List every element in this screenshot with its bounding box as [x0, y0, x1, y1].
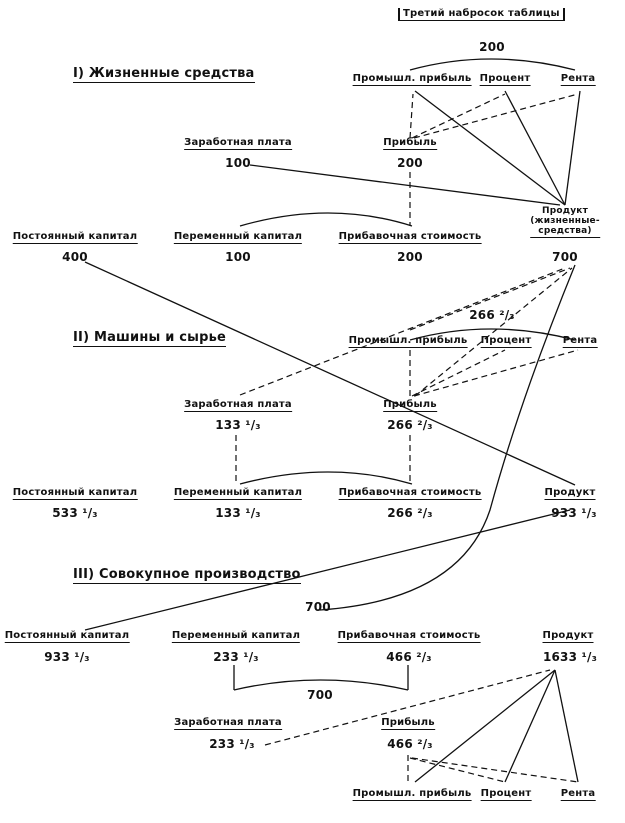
section-2-heading: II) Машины и сырье	[73, 330, 227, 347]
s3-const-label: Постоянный капитал	[4, 630, 130, 643]
s2-product-label: Продукт	[544, 487, 596, 500]
curve-s2-sum-to-s3	[319, 264, 576, 611]
line-s2-product-to-s3-const	[84, 509, 571, 631]
line-s1-renta-product	[564, 90, 581, 206]
s2-wage-value: 133 ¹/₃	[215, 418, 261, 432]
s2-renta-label: Рента	[562, 335, 598, 348]
s2-profit-value: 266 ²/₃	[387, 418, 433, 432]
s3-renta-label: Рента	[560, 788, 596, 801]
dash-s1-profit-procent	[411, 93, 506, 139]
s1-profit-label: Прибыль	[383, 137, 437, 150]
s3-procent-label: Процент	[480, 788, 532, 801]
line-s1-procent-product	[504, 90, 566, 206]
dash-s2-wage-product	[239, 267, 566, 396]
brace-s2-variable-surplus	[239, 471, 413, 485]
brace-s1-variable-surplus	[239, 212, 413, 227]
brace-s2-top	[409, 328, 576, 341]
s1-wage-value: 100	[225, 156, 251, 170]
s2-sum-top: 266 ²/₃	[469, 308, 515, 322]
s2-profit-label: Прибыль	[383, 399, 437, 412]
brace-s3-middle	[233, 679, 409, 691]
s1-profit-value: 200	[397, 156, 423, 170]
s3-sum-middle: 700	[307, 688, 333, 702]
dash-s3-profit-procent	[409, 757, 506, 783]
s3-wage-value: 233 ¹/₃	[209, 737, 255, 751]
s1-var-label: Переменный капитал	[173, 231, 303, 244]
s2-prom-label: Промышл. прибыль	[348, 335, 468, 348]
s2-surplus-label: Прибавочная стоимость	[338, 487, 482, 500]
s1-product-value: 700	[552, 250, 578, 264]
line-s1-const-to-s2-product	[84, 261, 576, 486]
s3-var-value: 233 ¹/₃	[213, 650, 259, 664]
s2-surplus-value: 266 ²/₃	[387, 506, 433, 520]
s3-product-value: 1633 ¹/₃	[542, 650, 598, 664]
line-s3-product-renta	[554, 669, 579, 783]
dash-s2-profit-renta	[413, 349, 579, 397]
dash-s2-profit-product	[414, 267, 573, 397]
s1-const-label: Постоянный капитал	[12, 231, 138, 244]
line-s1-prom-product	[414, 90, 566, 206]
s1-product-label: Продукт (жизненные- средства)	[530, 206, 600, 238]
s3-profit-value: 466 ²/₃	[387, 737, 433, 751]
s1-sum-top: 200	[479, 40, 505, 54]
s3-surplus-label: Прибавочная стоимость	[337, 630, 481, 643]
s1-const-value: 400	[62, 250, 88, 264]
s3-var-label: Переменный капитал	[171, 630, 301, 643]
s1-procent-label: Процент	[479, 73, 531, 86]
s3-sum-top: 700	[305, 600, 331, 614]
section-3-heading: III) Совокупное производство	[73, 567, 301, 584]
s1-prom-label: Промышл. прибыль	[352, 73, 472, 86]
s3-profit-label: Прибыль	[381, 717, 435, 730]
s1-renta-label: Рента	[560, 73, 596, 86]
dash-s3-wage-product	[264, 669, 551, 746]
s2-wage-label: Заработная плата	[184, 399, 292, 412]
s3-const-value: 933 ¹/₃	[44, 650, 90, 664]
s3-prom-label: Промышл. прибыль	[352, 788, 472, 801]
dash-s1-profit-renta	[413, 93, 579, 139]
s1-wage-label: Заработная плата	[184, 137, 292, 150]
diagram-title: Третий набросок таблицы	[398, 8, 565, 21]
line-s3-product-prom	[414, 669, 556, 783]
s3-product-label: Продукт	[542, 630, 594, 643]
dash-s2-profit-procent	[411, 349, 506, 397]
s2-const-label: Постоянный капитал	[12, 487, 138, 500]
s1-surplus-label: Прибавочная стоимость	[338, 231, 482, 244]
s3-wage-label: Заработная плата	[174, 717, 282, 730]
section-1-heading: I) Жизненные средства	[73, 66, 255, 83]
s2-product-value: 933 ¹/₃	[551, 506, 597, 520]
s2-var-value: 133 ¹/₃	[215, 506, 261, 520]
line-s3-product-procent	[504, 669, 556, 783]
s1-surplus-value: 200	[397, 250, 423, 264]
s2-procent-label: Процент	[480, 335, 532, 348]
line-s1-wage-product	[249, 164, 561, 206]
dash-s3-profit-renta	[411, 757, 579, 783]
brace-s1-top	[409, 58, 576, 71]
dash-s2-prom-product	[409, 267, 571, 331]
dash-s1-profit-prom	[409, 93, 414, 139]
s2-const-value: 533 ¹/₃	[52, 506, 98, 520]
s1-var-value: 100	[225, 250, 251, 264]
s2-var-label: Переменный капитал	[173, 487, 303, 500]
s3-surplus-value: 466 ²/₃	[386, 650, 432, 664]
